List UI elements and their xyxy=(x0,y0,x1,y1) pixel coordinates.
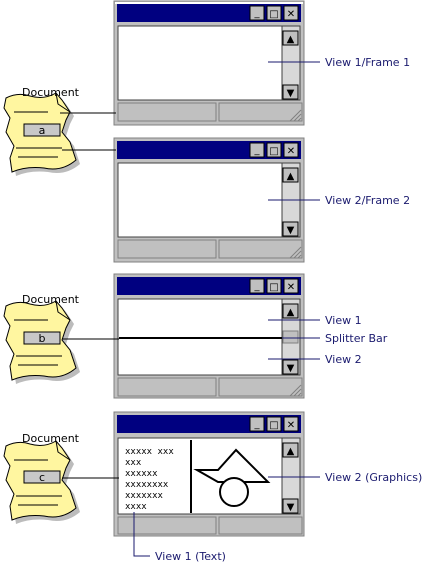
svg-text:a: a xyxy=(39,124,46,137)
minimize-icon: _ xyxy=(254,419,261,430)
graphics-shapes xyxy=(193,448,271,507)
scroll-down-button[interactable]: ▼ xyxy=(282,498,299,514)
scroll-down-icon: ▼ xyxy=(287,88,295,99)
status-pane xyxy=(117,102,217,122)
view-label: View 2 (Graphics) xyxy=(325,471,422,484)
close-button[interactable]: ✕ xyxy=(283,142,299,158)
document-c: c Document xyxy=(3,432,80,524)
text-line: xxxxx xxx xyxy=(125,447,174,457)
window-text-graphics: _ □ ✕ ▲ ▼ xxxxx xxx xxx xxxxxx xxxxxxxx … xyxy=(113,411,305,537)
document-label: Document xyxy=(22,293,80,306)
scroll-up-icon: ▲ xyxy=(287,34,295,45)
close-icon: ✕ xyxy=(287,146,295,157)
view-label: View 2/Frame 2 xyxy=(325,194,410,207)
document-b: b Document xyxy=(3,293,80,384)
status-pane xyxy=(218,516,303,535)
window-splitter: _ □ ✕ ▲ ▼ xyxy=(113,273,305,399)
view-label: Splitter Bar xyxy=(325,332,388,345)
scroll-up-icon: ▲ xyxy=(287,171,295,182)
svg-text:b: b xyxy=(39,332,46,345)
scroll-up-icon: ▲ xyxy=(287,446,295,457)
connectors xyxy=(60,112,119,479)
minimize-button[interactable]: _ xyxy=(249,416,265,432)
doc-tab xyxy=(23,123,61,137)
status-pane xyxy=(117,239,217,259)
close-icon: ✕ xyxy=(287,9,295,20)
doc-tab xyxy=(23,470,61,484)
leader-line xyxy=(133,512,150,557)
maximize-icon: □ xyxy=(269,420,278,431)
text-line: xxxxxxxx xyxy=(125,480,169,490)
scroll-down-button[interactable]: ▼ xyxy=(282,359,299,375)
maximize-icon: □ xyxy=(269,9,278,20)
minimize-icon: _ xyxy=(254,145,261,156)
maximize-button[interactable]: □ xyxy=(266,278,282,294)
maximize-button[interactable]: □ xyxy=(266,5,282,21)
view-label: View 1/Frame 1 xyxy=(325,56,410,69)
close-button[interactable]: ✕ xyxy=(283,416,299,432)
text-line: xxx xyxy=(125,458,142,468)
svg-text:c: c xyxy=(39,471,45,484)
document-label: Document xyxy=(22,86,80,99)
close-icon: ✕ xyxy=(287,282,295,293)
scroll-up-icon: ▲ xyxy=(287,307,295,318)
view-label: View 1 (Text) xyxy=(155,550,226,563)
scroll-down-icon: ▼ xyxy=(287,225,295,236)
minimize-button[interactable]: _ xyxy=(249,5,265,21)
view-label: View 1 xyxy=(325,314,362,327)
scroll-down-button[interactable]: ▼ xyxy=(282,84,299,100)
scroll-up-button[interactable]: ▲ xyxy=(282,167,299,183)
doc-tab xyxy=(23,331,61,345)
splitter-box[interactable] xyxy=(282,330,299,344)
scroll-up-button[interactable]: ▲ xyxy=(282,442,299,458)
view-label: View 2 xyxy=(325,353,362,366)
text-line: xxxxxxx xyxy=(125,491,164,501)
text-line: xxxxxx xyxy=(125,469,158,479)
status-pane xyxy=(218,102,303,122)
text-line: xxxx xyxy=(125,502,147,512)
maximize-button[interactable]: □ xyxy=(266,142,282,158)
minimize-button[interactable]: _ xyxy=(249,278,265,294)
maximize-icon: □ xyxy=(269,146,278,157)
status-pane xyxy=(218,239,303,259)
arrow-shape-icon xyxy=(193,448,271,483)
close-button[interactable]: ✕ xyxy=(283,278,299,294)
status-pane xyxy=(117,516,217,535)
scroll-up-button[interactable]: ▲ xyxy=(282,303,299,319)
close-icon: ✕ xyxy=(287,420,295,431)
scroll-down-button[interactable]: ▼ xyxy=(282,221,299,237)
label-leaders xyxy=(133,61,320,557)
resize-grip-icon[interactable] xyxy=(289,246,302,259)
view-area[interactable] xyxy=(117,162,283,238)
window-frame-1: _ □ ✕ ▲ ▼ xyxy=(113,0,305,126)
minimize-icon: _ xyxy=(254,281,261,292)
document-label: Document xyxy=(22,432,80,445)
document-a: a Document xyxy=(3,86,80,176)
resize-grip-icon[interactable] xyxy=(289,384,302,397)
resize-grip-icon[interactable] xyxy=(289,109,302,122)
close-button[interactable]: ✕ xyxy=(283,5,299,21)
circle-shape-icon xyxy=(219,477,249,507)
maximize-icon: □ xyxy=(269,282,278,293)
status-pane xyxy=(117,377,217,397)
maximize-button[interactable]: □ xyxy=(266,416,282,432)
scroll-up-button[interactable]: ▲ xyxy=(282,30,299,46)
scroll-down-icon: ▼ xyxy=(287,502,295,513)
view-area[interactable] xyxy=(117,25,283,101)
scroll-down-icon: ▼ xyxy=(287,363,295,374)
minimize-icon: _ xyxy=(254,8,261,19)
minimize-button[interactable]: _ xyxy=(249,142,265,158)
status-pane xyxy=(218,377,303,397)
